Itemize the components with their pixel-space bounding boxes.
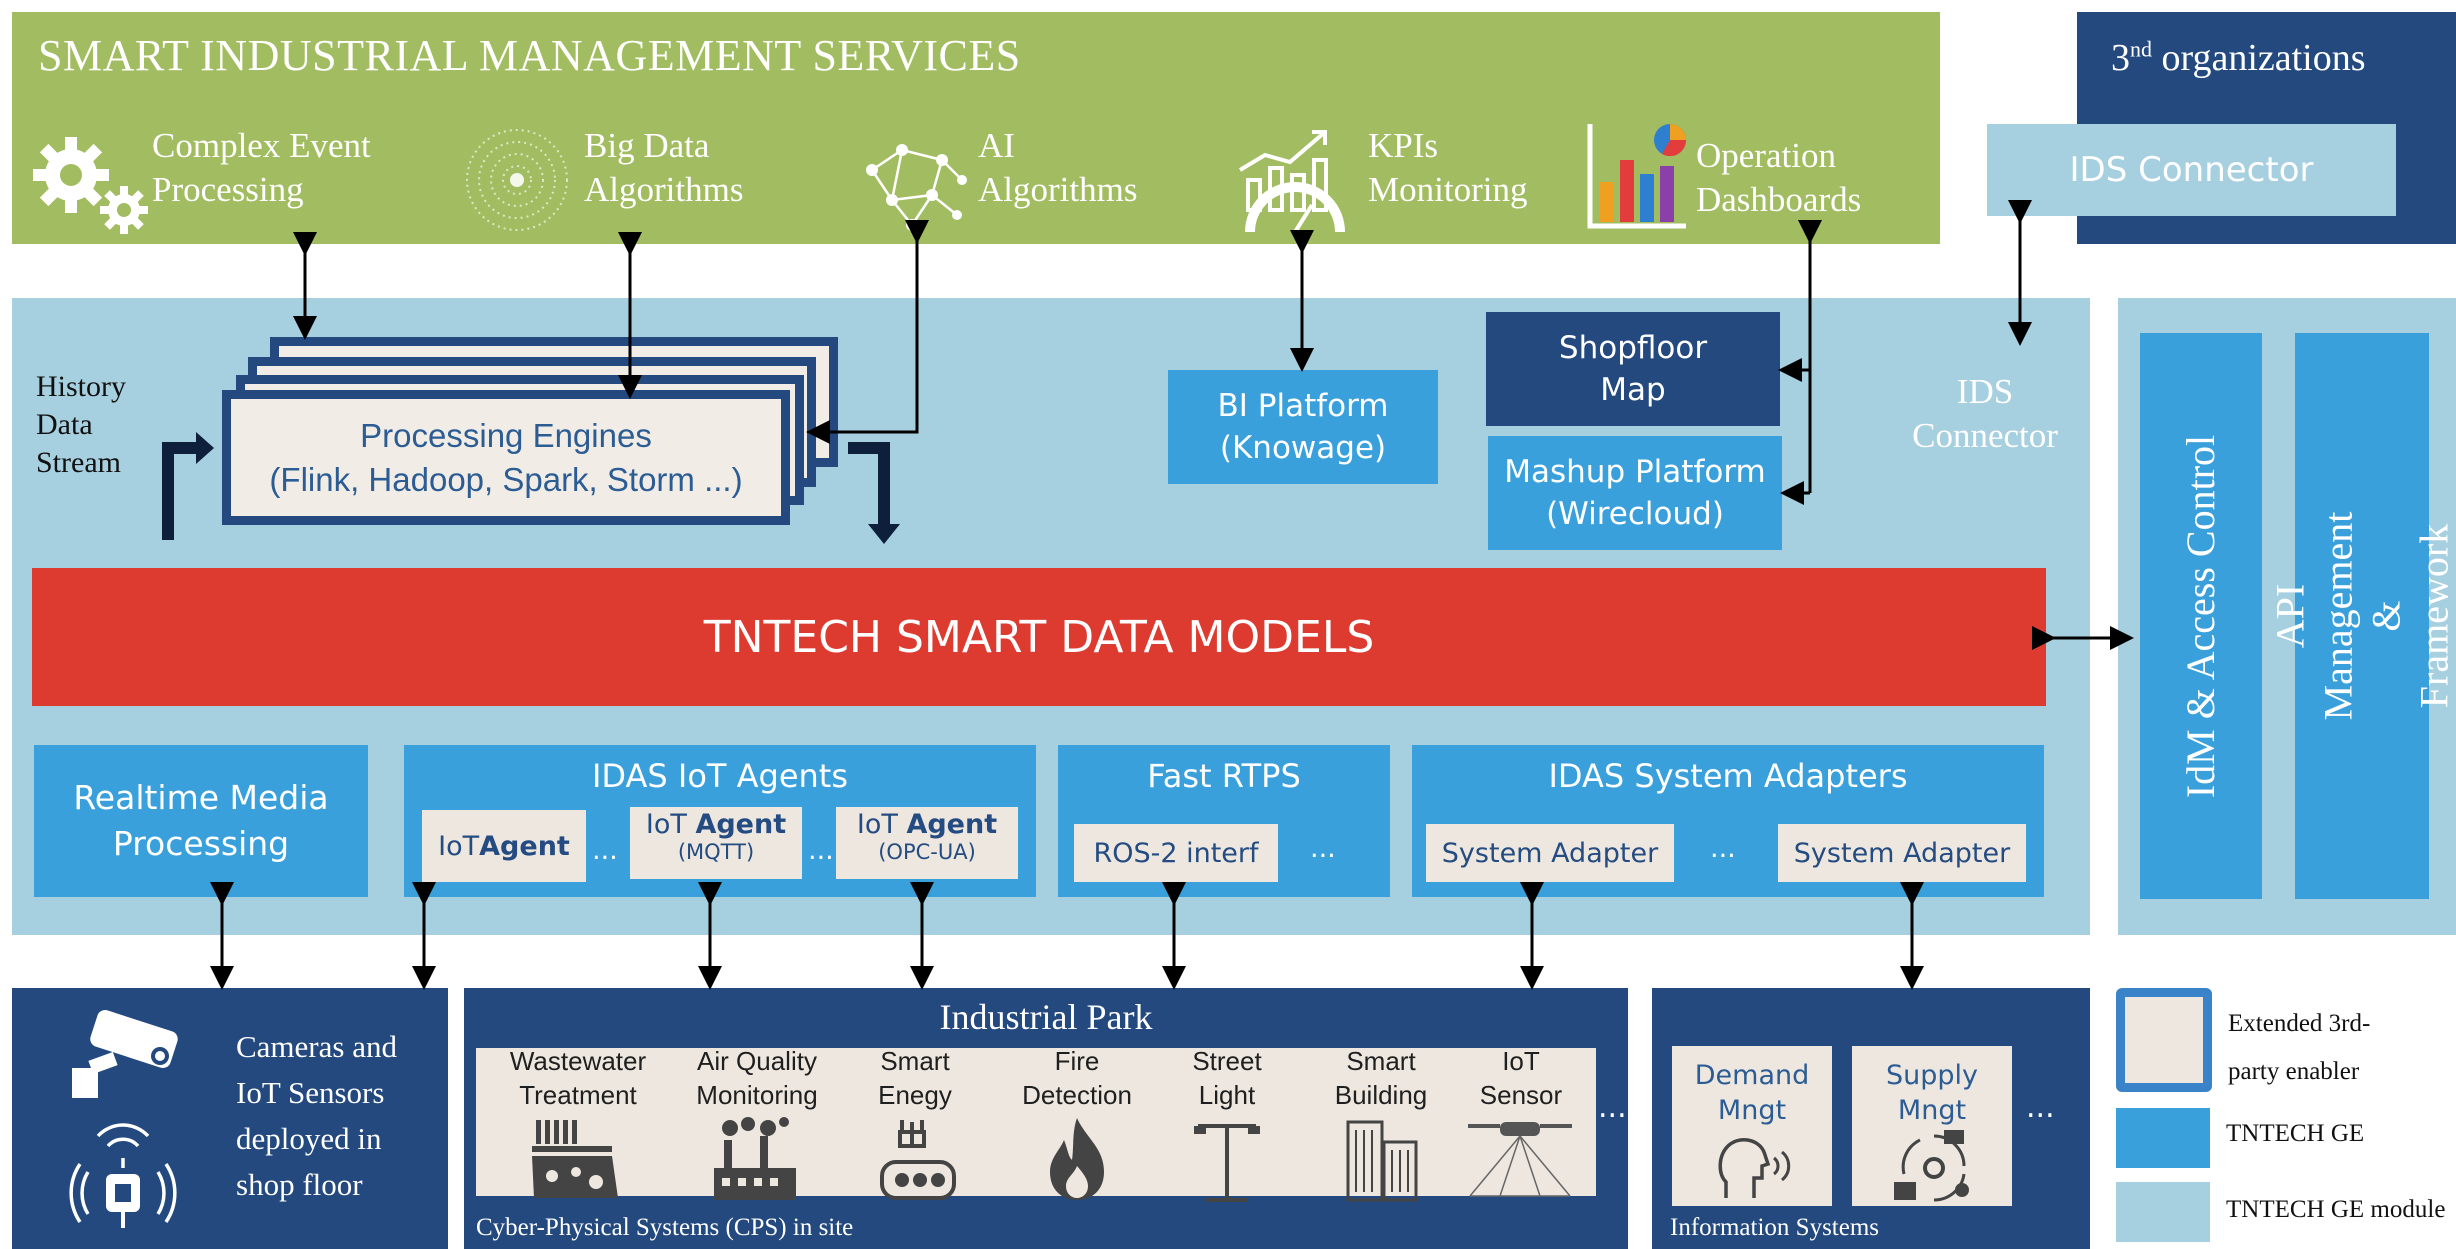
sensor-icon <box>1460 1116 1580 1207</box>
system-adapter-box-2: System Adapter <box>1778 824 2026 882</box>
system-adapter-box-1: System Adapter <box>1426 824 1674 882</box>
processing-engines-box: Processing Engines (Flink, Hadoop, Spark… <box>222 390 790 525</box>
idas-system-adapters-box: IDAS System Adapters System Adapter ... … <box>1412 745 2044 897</box>
power-meter-icon <box>878 1118 958 1207</box>
api-management-box: API Management & Framework <box>2267 333 2456 899</box>
legend-extended-swatch <box>2116 988 2212 1092</box>
fire-icon <box>1042 1116 1112 1207</box>
wireless-sensor-icon <box>68 1123 178 1243</box>
history-data-stream-label: History Data Stream <box>36 370 126 479</box>
bi-platform-box: BI Platform(Knowage) <box>1168 370 1438 484</box>
street-light-icon <box>1192 1116 1262 1209</box>
industrial-park-panel: Industrial Park ... Cyber-Physical Syste… <box>464 988 1628 1249</box>
iot-agent-box: IoT Agent <box>422 810 586 882</box>
legend-ge-swatch <box>2116 1108 2210 1168</box>
legend-module-label: TNTECH GE module <box>2226 1196 2446 1223</box>
bar-chart-icon <box>1582 122 1692 237</box>
wastewater-icon <box>530 1116 620 1207</box>
fast-rtps-box: Fast RTPS ROS-2 interf ... <box>1058 745 1390 897</box>
legend-ge-label: TNTECH GE <box>2226 1120 2365 1147</box>
iot-agent-mqtt-box: IoT Agent (MQTT) <box>630 807 802 879</box>
services-panel: SMART INDUSTRIAL MANAGEMENT SERVICES <box>12 12 1940 244</box>
building-icon <box>1344 1118 1420 1207</box>
gauge-chart-icon <box>1230 120 1360 245</box>
services-title: SMART INDUSTRIAL MANAGEMENT SERVICES <box>38 31 1021 80</box>
third-organizations-panel: 3nd organizations IDS Connector <box>1987 12 2456 244</box>
fast-rtps-ellipsis: ... <box>1310 833 1336 864</box>
legend-module-swatch <box>2116 1182 2210 1242</box>
iot-agent-opcua-box: IoT Agent (OPC-UA) <box>836 807 1018 879</box>
industrial-park-footer: Cyber-Physical Systems (CPS) in site <box>476 1214 854 1241</box>
idas-system-adapters-title: IDAS System Adapters <box>1548 757 1908 795</box>
industrial-park-title: Industrial Park <box>939 997 1153 1037</box>
mashup-platform-box: Mashup Platform(Wirecloud) <box>1488 436 1782 550</box>
legend-extended-label: Extended 3rd-party enabler <box>2228 1010 2371 1085</box>
iot-agents-ellipsis-2: ... <box>808 835 834 866</box>
smart-data-models-bar: TNTECH SMART DATA MODELS <box>32 568 2046 706</box>
processing-engines-list: (Flink, Hadoop, Spark, Storm ...) <box>269 460 743 498</box>
factory-icon <box>710 1116 800 1207</box>
gears-icon <box>26 130 156 245</box>
idas-iot-agents-title: IDAS IoT Agents <box>591 757 848 795</box>
info-systems-ellipsis: ... <box>2026 1090 2055 1125</box>
head-voice-icon <box>1716 1134 1802 1205</box>
processing-engines-title: Processing Engines <box>360 416 652 454</box>
third-organizations-title: 3nd organizations <box>2111 36 2366 79</box>
idm-access-control-box: IdM & Access Control <box>2140 333 2262 899</box>
fast-rtps-title: Fast RTPS <box>1147 757 1301 795</box>
system-adapters-ellipsis: ... <box>1710 833 1736 864</box>
cps-items-container <box>476 1048 1596 1196</box>
industrial-park-ellipsis: ... <box>1598 1090 1627 1125</box>
supply-chain-icon <box>1890 1130 1978 1207</box>
third-ids-connector: IDS Connector <box>1987 124 2396 216</box>
history-up-arrow <box>162 442 196 540</box>
iot-agents-ellipsis-1: ... <box>592 835 618 866</box>
history-down-arrow <box>848 442 890 530</box>
ros2-interf-box: ROS-2 interf <box>1074 824 1278 882</box>
idas-iot-agents-box: IDAS IoT Agents IoT Agent ... IoT Agent … <box>404 745 1036 897</box>
arrow-ai-engines <box>806 220 929 444</box>
network-icon <box>852 130 972 245</box>
data-burst-icon <box>457 120 577 245</box>
info-systems-footer: Information Systems <box>1670 1214 1880 1241</box>
security-camera-icon <box>60 1010 190 1111</box>
